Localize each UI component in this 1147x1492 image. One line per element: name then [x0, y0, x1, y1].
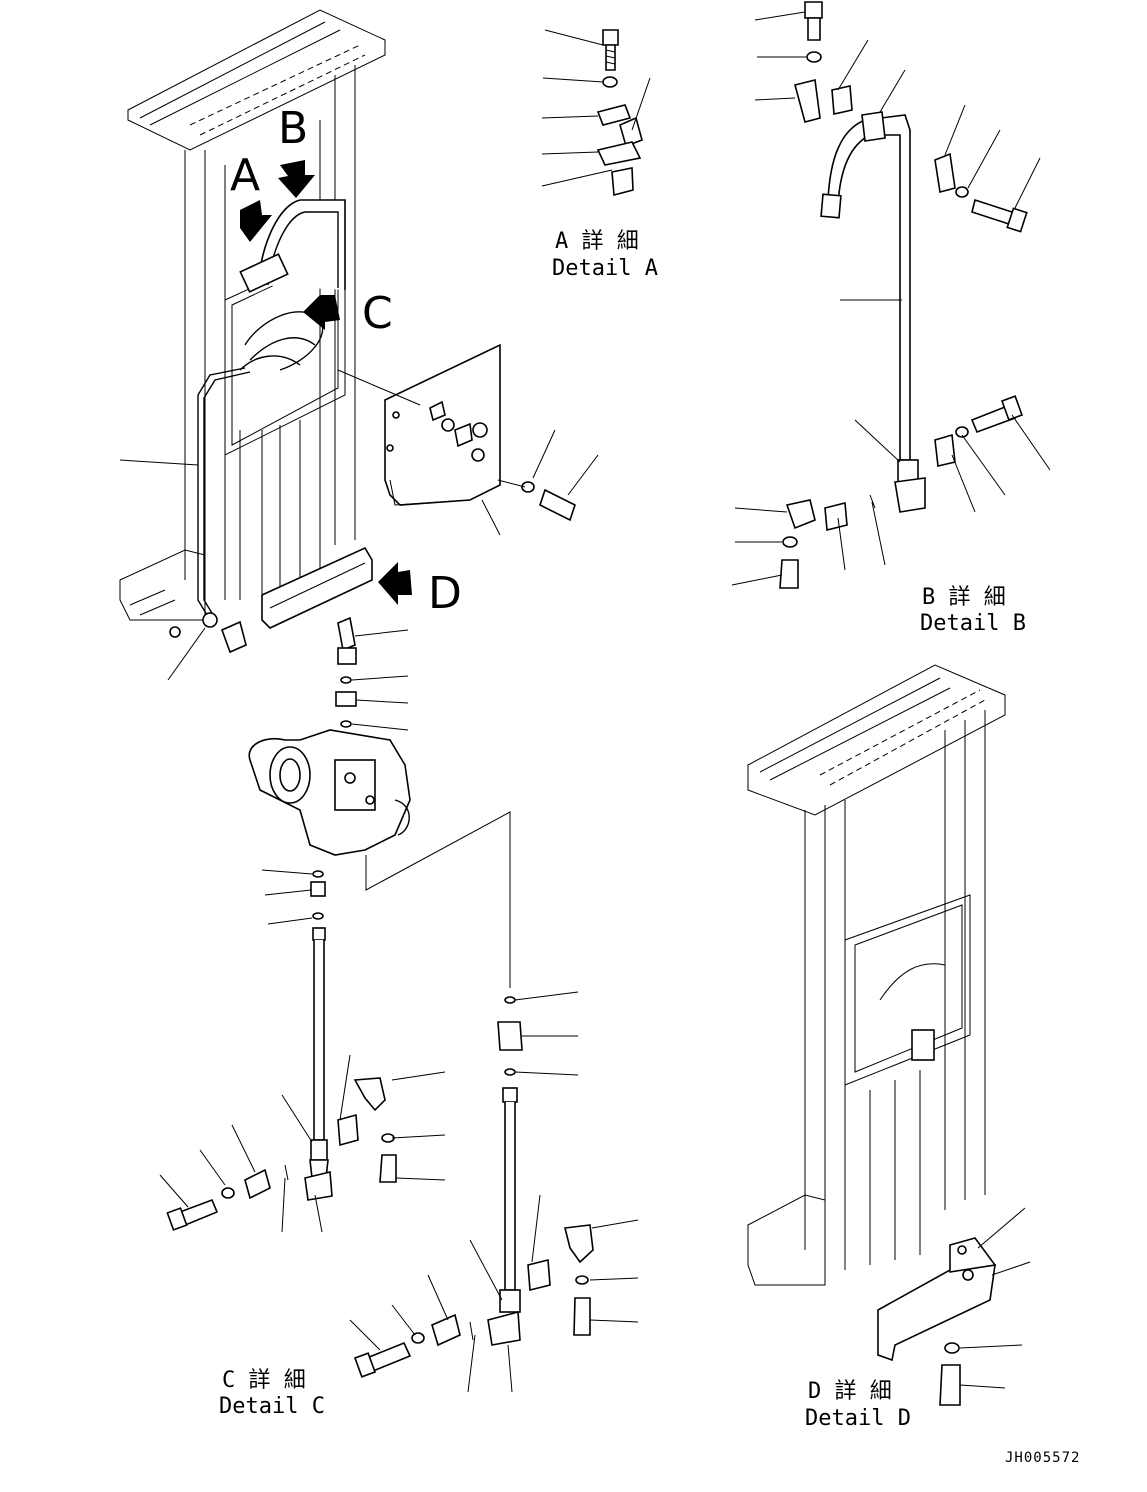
arrow-d-icon: [378, 562, 412, 605]
main-mast-assembly: [119, 9, 412, 681]
arrow-c-icon: [303, 295, 340, 330]
detail-a-drawing: [541, 29, 651, 197]
label-view-c: C: [362, 288, 393, 339]
label-view-d: D: [428, 568, 462, 619]
label-view-a: A: [230, 150, 260, 201]
detail-d-title-en: Detail D: [805, 1406, 911, 1431]
detail-b-drawing: [731, 1, 1051, 589]
detail-a-title-en: Detail A: [552, 256, 658, 281]
drawing-code: JH005572: [1005, 1450, 1080, 1466]
detail-a-title-jp: A 詳 細: [555, 229, 639, 254]
cover-plate: [337, 343, 599, 536]
label-view-b: B: [278, 103, 308, 154]
arrow-a-icon: [240, 200, 272, 242]
detail-d-title-jp: D 詳 細: [808, 1379, 892, 1404]
detail-b-title-en: Detail B: [920, 611, 1026, 636]
detail-d-drawing: [747, 664, 1031, 1406]
detail-b-title-jp: B 詳 細: [922, 585, 1006, 610]
valve-assembly: [159, 616, 639, 1393]
arrow-b-icon: [278, 160, 315, 198]
detail-c-title-jp: C 詳 細: [222, 1368, 306, 1393]
detail-c-title-en: Detail C: [219, 1394, 325, 1419]
